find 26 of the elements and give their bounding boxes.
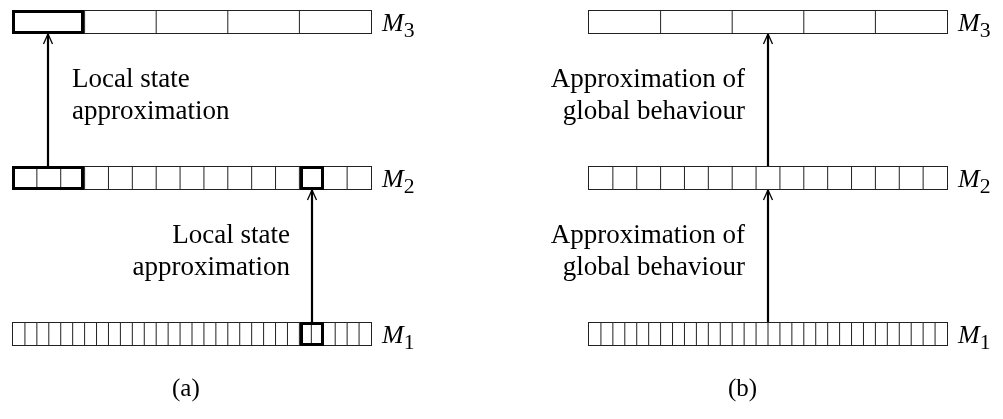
level-label: M$_{2}$	[382, 166, 415, 198]
arrow	[762, 33, 774, 166]
state-array-bar	[588, 322, 948, 346]
edge-label: Local state approximation	[72, 62, 231, 126]
level-label: M$_{3}$	[958, 10, 991, 42]
level-label: M$_{1}$	[958, 322, 991, 354]
edge-label: Local state approximation	[131, 218, 290, 282]
state-array-bar	[588, 10, 948, 34]
highlight-box	[300, 322, 324, 346]
highlight-box	[300, 166, 324, 190]
state-array-bar	[12, 166, 372, 190]
panel-label: (a)	[172, 374, 200, 402]
highlight-box	[12, 166, 84, 190]
level-label: M$_{1}$	[382, 322, 415, 354]
level-label: M$_{2}$	[958, 166, 991, 198]
arrow	[42, 33, 54, 166]
arrow	[762, 189, 774, 322]
panel-label: (b)	[728, 374, 758, 402]
state-array-bar	[588, 166, 948, 190]
level-label: M$_{3}$	[382, 10, 415, 42]
edge-label: Approximation of global behaviour	[549, 218, 745, 282]
state-array-bar	[12, 322, 372, 346]
state-array-bar	[12, 10, 372, 34]
edge-label: Approximation of global behaviour	[549, 62, 745, 126]
highlight-box	[12, 10, 84, 34]
arrow	[306, 189, 318, 322]
